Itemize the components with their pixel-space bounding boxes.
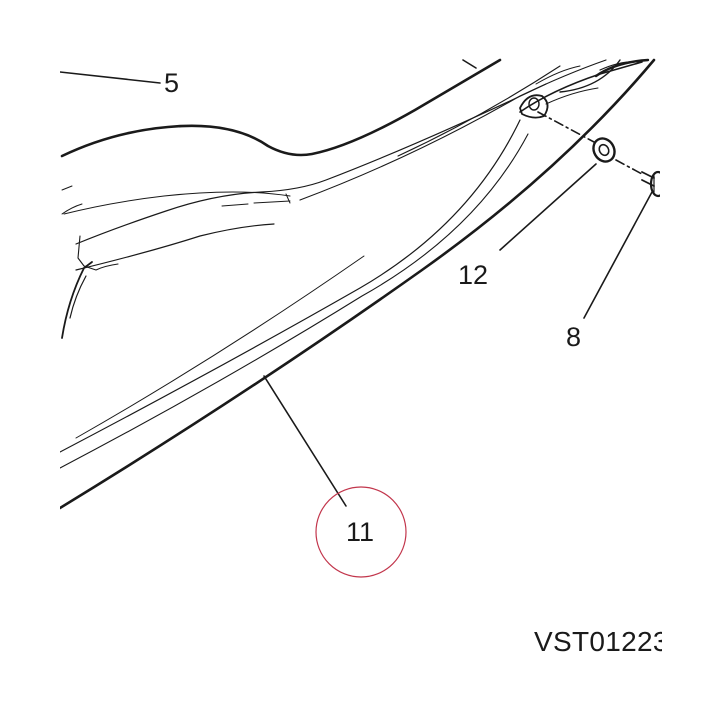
- side-panel-inner-edge-1: [60, 119, 521, 453]
- side-panel-top-curve: [559, 59, 621, 93]
- seat-piping-lower: [299, 59, 607, 201]
- side-panel-mount-hole: [528, 97, 540, 111]
- side-panel-part: [60, 58, 656, 510]
- side-panel-inner-edge-2: [60, 133, 529, 469]
- callout-label-side-panel: 11: [346, 517, 374, 547]
- side-panel-outline: [60, 58, 656, 510]
- washer-part: [592, 137, 616, 163]
- screw-head: [649, 170, 660, 198]
- seat-piping-upper: [397, 65, 561, 157]
- side-panel-styling-line: [75, 255, 365, 439]
- callout-label-seat: 5: [164, 68, 179, 98]
- side-panel-tab-b: [599, 61, 641, 71]
- fastener-axis-line: [537, 111, 643, 175]
- seat-contour-main: [75, 83, 547, 245]
- leader-line-side-panel: [263, 375, 347, 507]
- leader-line-screw: [583, 191, 653, 319]
- screw-part: [641, 170, 660, 198]
- washer-outer: [592, 137, 616, 163]
- side-panel-tab-a: [594, 58, 650, 78]
- seat-left-marks: [61, 185, 83, 215]
- seat-rear-crease: [77, 235, 119, 271]
- seat-contour-upper: [63, 191, 291, 215]
- washer-inner: [598, 143, 610, 157]
- drawing-reference-code: VST01223: [534, 626, 662, 657]
- highlight-circle: [315, 486, 407, 578]
- seat-part: [60, 58, 607, 339]
- side-panel-mount-boss: [519, 94, 549, 119]
- seat-outline: [60, 58, 502, 158]
- side-panel-ear-detail: [535, 65, 599, 105]
- callout-label-washer: 12: [458, 260, 488, 290]
- seat-edge-short: [462, 59, 477, 69]
- seat-rear-edge-inner: [69, 275, 87, 319]
- seat-rear-fold: [75, 223, 275, 271]
- leader-line-washer: [499, 163, 597, 251]
- callout-label-screw: 8: [566, 322, 581, 352]
- seat-contour-dash: [221, 200, 291, 207]
- seat-rear-edge: [61, 261, 93, 339]
- seat-contour-tick: [285, 193, 291, 204]
- leader-line-seat: [60, 71, 161, 84]
